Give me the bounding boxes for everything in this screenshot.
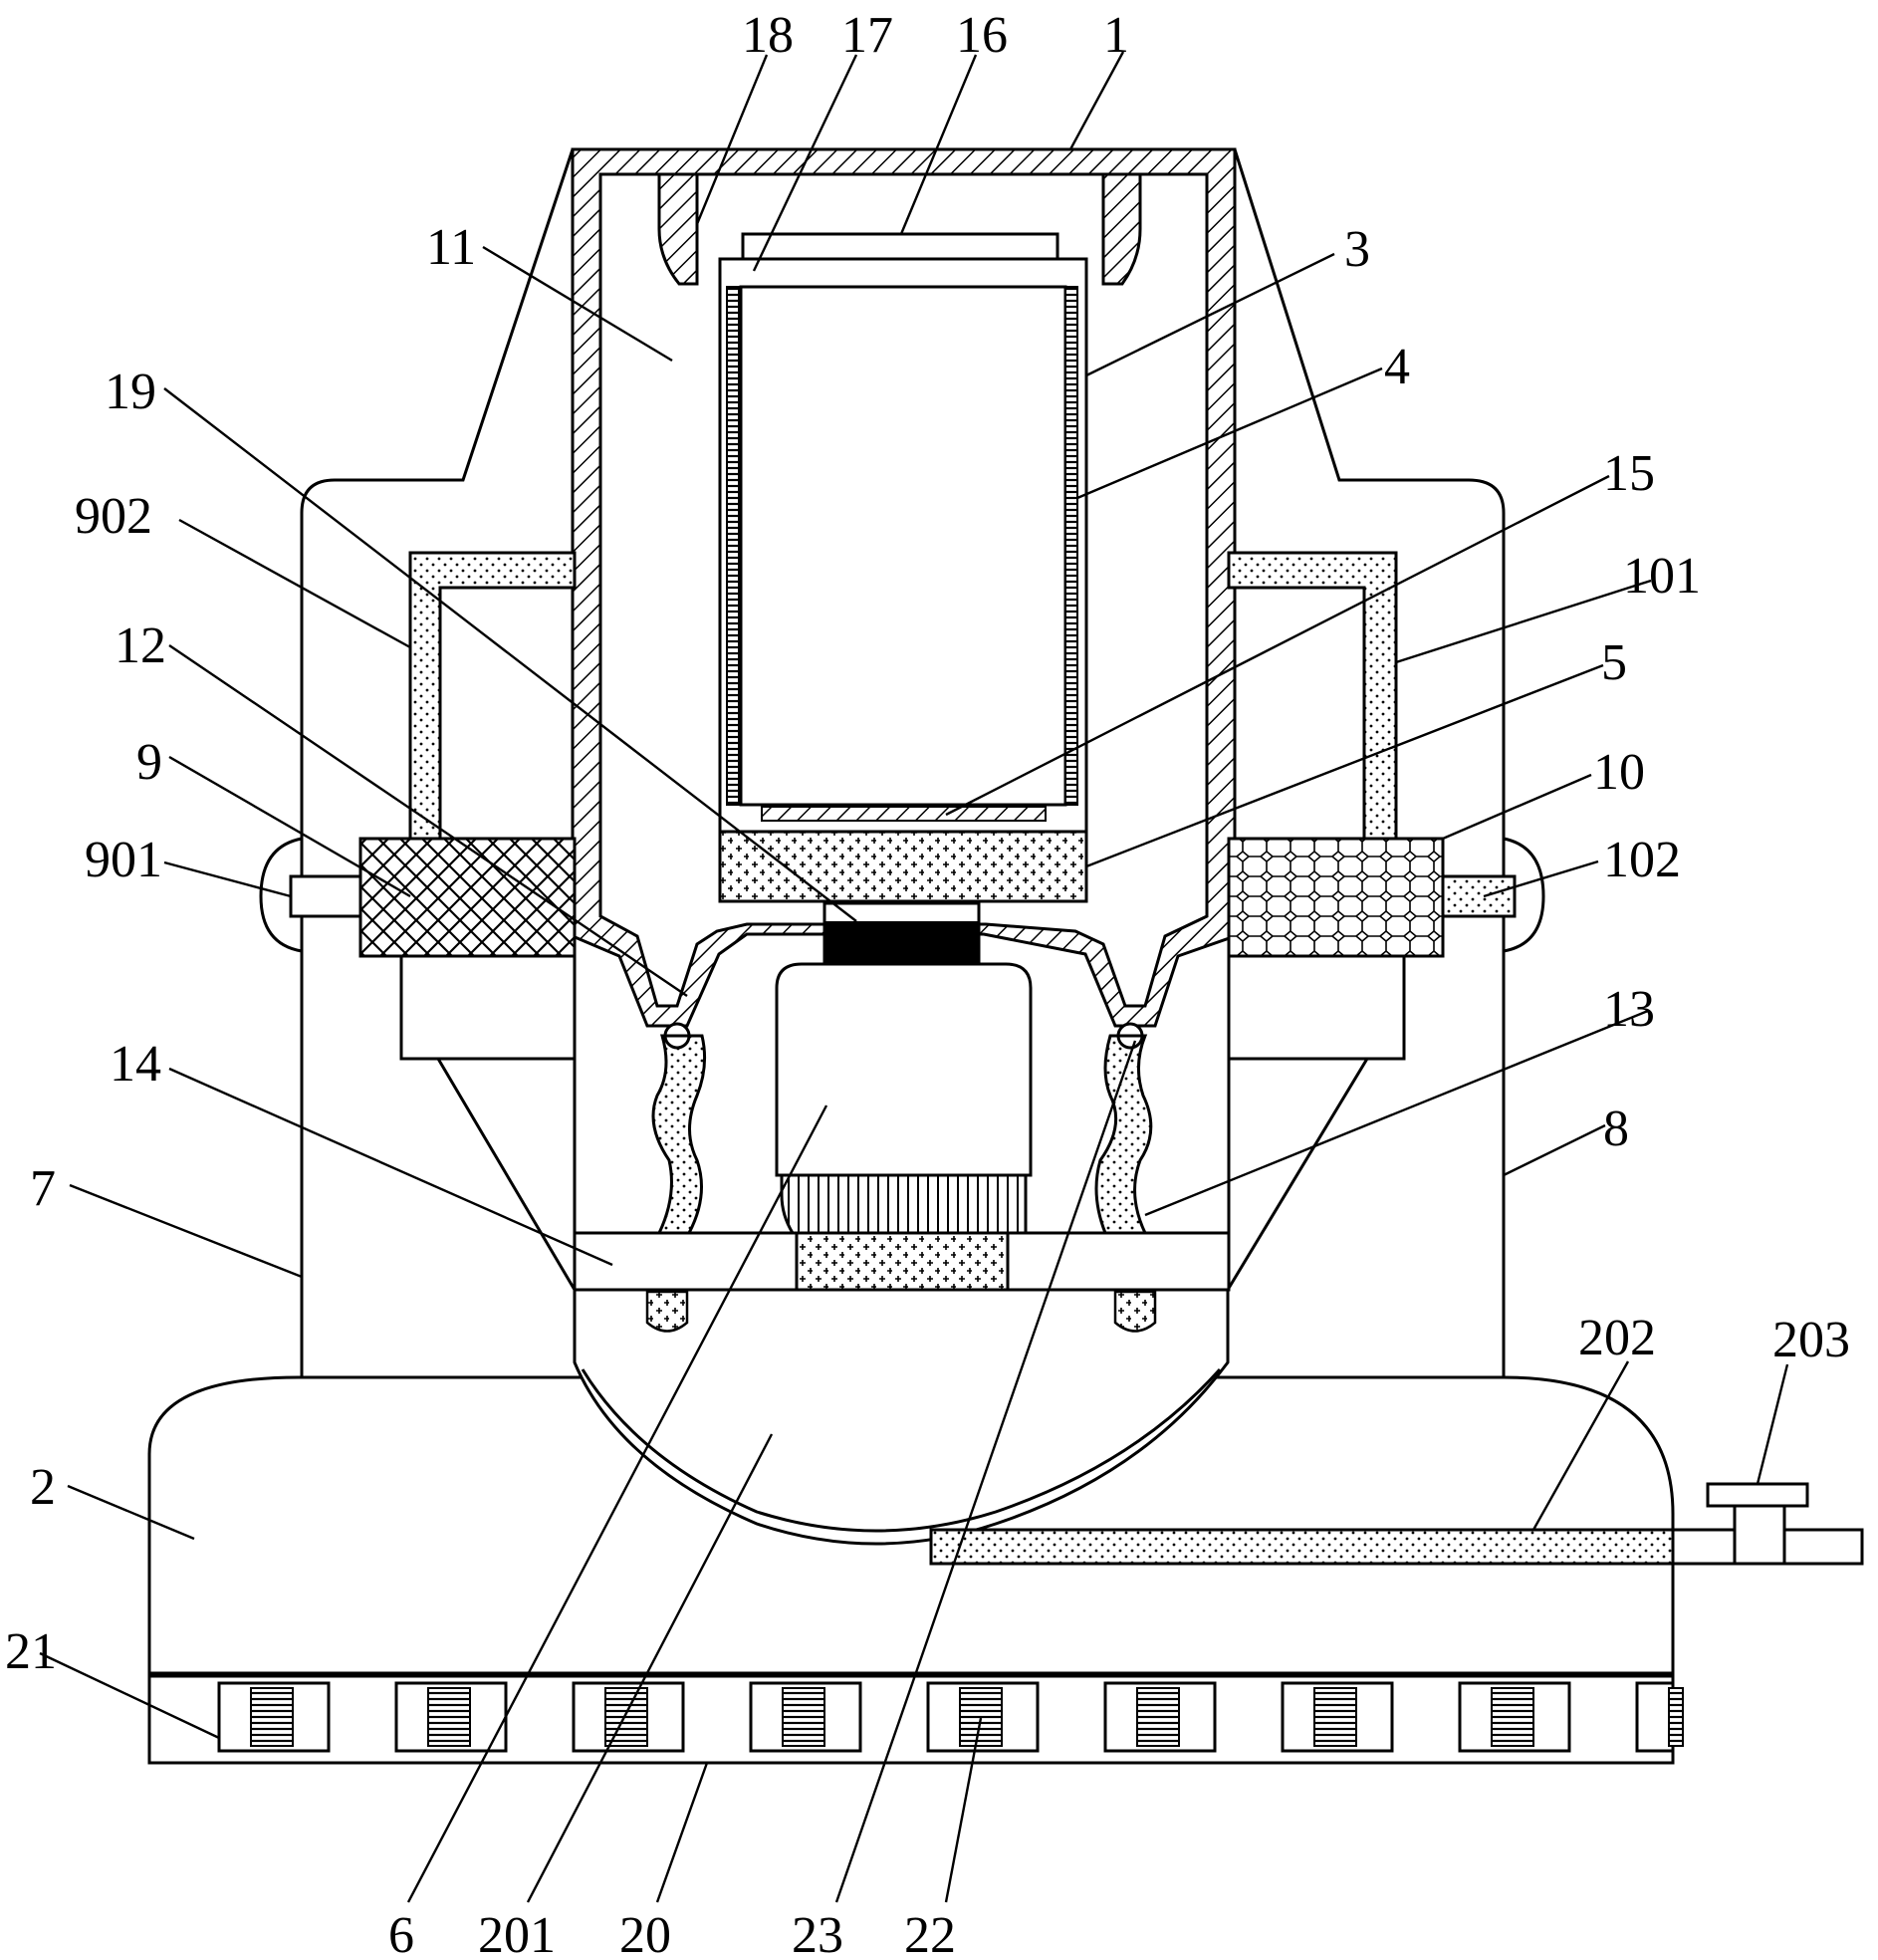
roller-housing xyxy=(147,1674,1684,1765)
right-pin xyxy=(1441,874,1517,918)
top-block-right xyxy=(1101,172,1142,286)
bottom-mesh-plate xyxy=(761,806,1047,822)
label-22: 22 xyxy=(904,1907,956,1960)
right-filter-block xyxy=(1227,837,1445,958)
label-11: 11 xyxy=(426,219,476,276)
outlet-pipe xyxy=(929,1528,1675,1566)
label-9: 9 xyxy=(136,734,162,791)
label-902: 902 xyxy=(75,488,152,545)
label-21: 21 xyxy=(5,1623,57,1680)
roller-wheel xyxy=(1491,1687,1534,1747)
top-block-left xyxy=(657,172,699,286)
label-203: 203 xyxy=(1772,1312,1850,1368)
roller-wheel xyxy=(604,1687,648,1747)
label-101: 101 xyxy=(1623,548,1701,605)
label-5: 5 xyxy=(1601,634,1627,691)
label-23: 23 xyxy=(792,1907,843,1960)
side-filter-right xyxy=(1064,286,1078,806)
label-7: 7 xyxy=(30,1160,56,1217)
label-18: 18 xyxy=(742,7,794,64)
left-pin xyxy=(289,874,362,918)
valve-body xyxy=(1733,1504,1786,1566)
collection-bowl xyxy=(573,1288,1230,1546)
right-boss xyxy=(1502,837,1545,953)
roller-wheel xyxy=(1313,1687,1357,1747)
label-901: 901 xyxy=(85,832,162,888)
label-4: 4 xyxy=(1384,339,1410,395)
label-201: 201 xyxy=(478,1907,556,1960)
coupling xyxy=(824,921,979,963)
label-2: 2 xyxy=(30,1459,56,1516)
label-16: 16 xyxy=(956,7,1008,64)
cover-plate xyxy=(741,232,1059,261)
valve-handle xyxy=(1706,1482,1809,1508)
label-17: 17 xyxy=(841,7,893,64)
roller-row xyxy=(217,1681,1684,1753)
label-14: 14 xyxy=(110,1036,161,1093)
label-12: 12 xyxy=(115,617,166,674)
roller-wheel xyxy=(1136,1687,1180,1747)
roller-wheel xyxy=(959,1687,1003,1747)
label-8: 8 xyxy=(1603,1101,1629,1157)
roller-wheel xyxy=(250,1687,294,1747)
side-filter-left xyxy=(726,286,740,806)
label-13: 13 xyxy=(1603,981,1655,1038)
roller-wheel xyxy=(427,1687,471,1747)
filter-block xyxy=(718,830,1088,903)
label-1: 1 xyxy=(1103,7,1129,64)
label-19: 19 xyxy=(105,364,156,420)
leader-lines xyxy=(39,51,1789,1903)
label-15: 15 xyxy=(1603,445,1655,502)
roller-wheel xyxy=(782,1687,825,1747)
label-10: 10 xyxy=(1593,744,1645,801)
hose-left xyxy=(651,1034,707,1235)
label-102: 102 xyxy=(1603,832,1681,888)
label-20: 20 xyxy=(619,1907,671,1960)
hose-right xyxy=(1094,1034,1153,1235)
roller-wheel xyxy=(1668,1687,1684,1747)
label-3: 3 xyxy=(1344,221,1370,278)
label-202: 202 xyxy=(1578,1310,1656,1366)
label-6: 6 xyxy=(388,1907,414,1960)
roller-cell xyxy=(1635,1681,1675,1753)
reference-numerals: 1 16 17 18 11 3 4 19 15 902 101 12 5 9 1… xyxy=(5,7,1850,1960)
